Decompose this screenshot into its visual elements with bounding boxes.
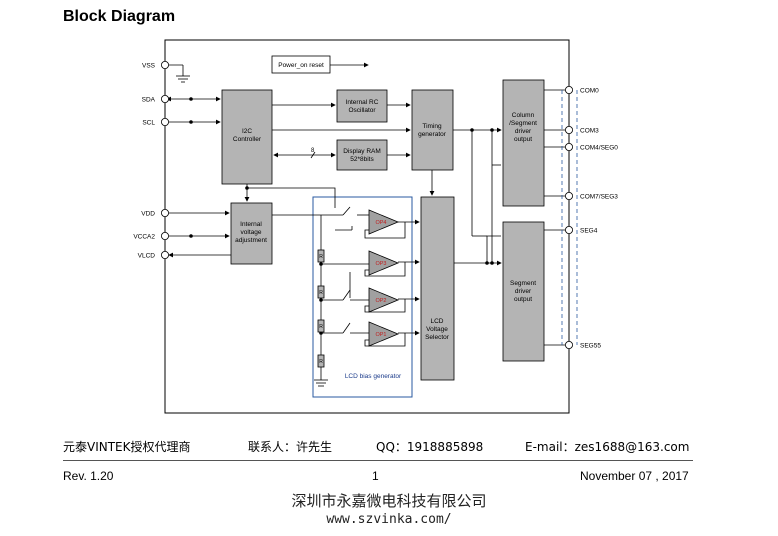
pin-label-vcca2: VCCA2 <box>133 234 155 241</box>
segment-driver-block <box>502 221 545 362</box>
footer-qq: QQ：1918885898 <box>376 440 484 454</box>
opamp-op1 <box>368 321 400 347</box>
bias-generator-label: LCD bias generator <box>345 373 402 380</box>
i2c-label-1: I2C <box>242 128 252 135</box>
opamp-label-op4: OP4 <box>375 220 386 226</box>
seg-label-2: driver <box>515 288 532 295</box>
bus-width-label: 8 <box>311 148 315 154</box>
i2c-label-2: Controller <box>233 136 262 143</box>
pin-seg55 <box>565 340 574 349</box>
power-on-reset-label: Power_on reset <box>278 62 324 69</box>
pin-vss <box>160 61 169 70</box>
pin-com4-seg0 <box>565 142 574 151</box>
pin-label-com7-seg3: COM7/SEG3 <box>580 194 618 201</box>
pin-vlcd <box>160 250 169 259</box>
pin-vcca2 <box>160 231 169 240</box>
page-title: Block Diagram <box>63 8 176 25</box>
volt-label-2: voltage <box>241 229 262 236</box>
timing-label-2: generator <box>418 131 447 138</box>
opamp-label-op2: OP2 <box>375 298 386 304</box>
pin-scl <box>160 118 169 127</box>
resistor-label-4: R <box>319 359 323 365</box>
col-label-3: driver <box>515 128 532 135</box>
pin-label-seg55: SEG55 <box>580 343 601 350</box>
pin-label-vdd: VDD <box>141 211 155 218</box>
volt-label-3: adjustment <box>235 237 267 244</box>
col-label-1: Column <box>512 112 535 119</box>
pin-com3 <box>565 126 574 135</box>
pin-com7-seg3 <box>565 191 574 200</box>
pin-label-com3: COM3 <box>580 128 599 135</box>
footer-rev: Rev. 1.20 <box>63 469 114 483</box>
pin-label-sda: SDA <box>142 97 156 104</box>
pin-label-scl: SCL <box>142 120 155 127</box>
footer-email: E-mail：zes1688@163.com <box>525 440 690 454</box>
pin-label-vlcd: VLCD <box>138 253 156 260</box>
footer-contact: 联系人：许先生 <box>248 440 333 454</box>
sel-label-1: LCD <box>430 318 443 325</box>
lcd-voltage-selector-block <box>420 196 455 381</box>
pin-sda <box>160 95 169 104</box>
footer-agent: 元泰VINTEK授权代理商 <box>63 440 191 454</box>
resistor-label-3: R <box>319 324 323 330</box>
resistor-label-1: R <box>319 254 323 260</box>
col-label-4: output <box>514 136 532 143</box>
opamp-op3 <box>368 250 400 276</box>
sel-label-2: Voltage <box>426 326 448 333</box>
oscillator-block <box>336 89 388 123</box>
pin-vdd <box>160 208 169 217</box>
wires <box>166 62 565 387</box>
osc-label-1: Internal RC <box>346 99 379 106</box>
voltage-adjustment-block <box>230 202 273 265</box>
opamp-op2 <box>368 287 400 313</box>
pin-com0 <box>565 86 574 95</box>
company-website: www.szvinka.com/ <box>326 512 452 527</box>
resistor-label-2: R <box>319 290 323 296</box>
ram-label-1: Display RAM <box>343 148 381 155</box>
pin-seg4 <box>565 225 574 234</box>
i2c-controller-block <box>221 89 273 185</box>
opamp-op4 <box>368 209 400 235</box>
resistors <box>317 249 325 368</box>
volt-label-1: Internal <box>240 221 262 228</box>
pin-label-com0: COM0 <box>580 88 599 95</box>
seg-label-1: Segment <box>510 280 536 287</box>
column-segment-driver-block <box>502 79 545 207</box>
seg-label-3: output <box>514 296 532 303</box>
footer-page-number: 1 <box>372 469 379 483</box>
opamp-label-op3: OP3 <box>375 261 386 267</box>
opamp-label-op1: OP1 <box>375 332 386 338</box>
sel-label-3: Selector <box>425 334 450 341</box>
block-diagram: LCD bias generator Power_on reset I2C Co… <box>133 39 618 414</box>
display-ram-block <box>336 139 388 171</box>
bias-generator-box <box>312 196 413 398</box>
timing-generator-block <box>411 89 454 171</box>
pin-label-vss: VSS <box>142 63 156 70</box>
pin-label-com4-seg0: COM4/SEG0 <box>580 145 618 152</box>
footer-date: November 07 , 2017 <box>580 469 689 483</box>
output-dash-lines <box>561 90 578 345</box>
col-label-2: /Segment <box>509 120 537 127</box>
timing-label-1: Timing <box>422 123 442 130</box>
osc-label-2: Oscillator <box>348 107 376 114</box>
company-name: 深圳市永嘉微电科技有限公司 <box>291 492 487 510</box>
pin-label-seg4: SEG4 <box>580 228 598 235</box>
footer-divider <box>63 460 693 461</box>
ram-label-2: 52*8bits <box>350 156 374 163</box>
power-on-reset-block <box>271 55 331 74</box>
